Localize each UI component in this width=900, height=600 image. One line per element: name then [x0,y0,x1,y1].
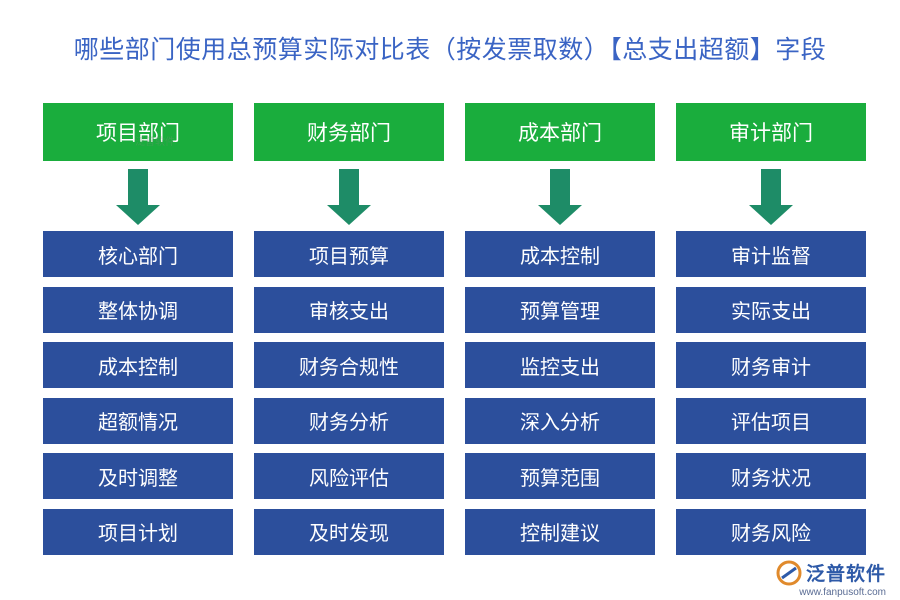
list-item: 财务审计 [676,342,866,388]
brand-logo: 泛普软件 [776,559,886,586]
list-item: 财务合规性 [254,342,444,388]
list-item: 财务状况 [676,453,866,499]
list-item: 风险评估 [254,453,444,499]
watermark-small: 泛普软件 [135,137,175,148]
list-item: 成本控制 [465,231,655,277]
list-item: 监控支出 [465,342,655,388]
down-arrow-icon [254,161,444,231]
list-item: 实际支出 [676,286,866,333]
list-item: 核心部门 [43,231,233,277]
column-head: 财务部门 [254,103,444,161]
list-item: 及时调整 [43,453,233,499]
list-item: 及时发现 [254,508,444,555]
list-item: 项目计划 [43,508,233,555]
list-item: 预算范围 [465,453,655,499]
list-item: 评估项目 [676,397,866,444]
down-arrow-icon [676,161,866,231]
logo-mark-icon [776,560,802,586]
list-item: 超额情况 [43,397,233,444]
list-item: 整体协调 [43,286,233,333]
list-item: 控制建议 [465,508,655,555]
column-head: 成本部门 [465,103,655,161]
down-arrow-icon [43,161,233,231]
list-item: 审核支出 [254,286,444,333]
column-project-dept: 项目部门 核心部门 整体协调 成本控制 超额情况 及时调整 项目计划 [43,103,233,564]
list-item: 财务分析 [254,397,444,444]
list-item: 财务风险 [676,508,866,555]
column-head: 审计部门 [676,103,866,161]
diagram-title: 哪些部门使用总预算实际对比表（按发票取数）【总支出超额】字段 [73,35,827,64]
logo-url: www.fanpusoft.com [799,587,886,598]
list-item: 项目预算 [254,231,444,277]
list-item: 深入分析 [465,397,655,444]
list-item: 审计监督 [676,231,866,277]
column-cost-dept: 成本部门 成本控制 预算管理 监控支出 深入分析 预算范围 控制建议 [465,103,655,564]
column-finance-dept: 财务部门 项目预算 审核支出 财务合规性 财务分析 风险评估 及时发现 [254,103,444,564]
down-arrow-icon [465,161,655,231]
column-audit-dept: 审计部门 审计监督 实际支出 财务审计 评估项目 财务状况 财务风险 [676,103,866,564]
list-item: 预算管理 [465,286,655,333]
logo-name: 泛普软件 [805,563,886,585]
list-item: 成本控制 [43,342,233,388]
column-head: 项目部门 [43,103,233,161]
